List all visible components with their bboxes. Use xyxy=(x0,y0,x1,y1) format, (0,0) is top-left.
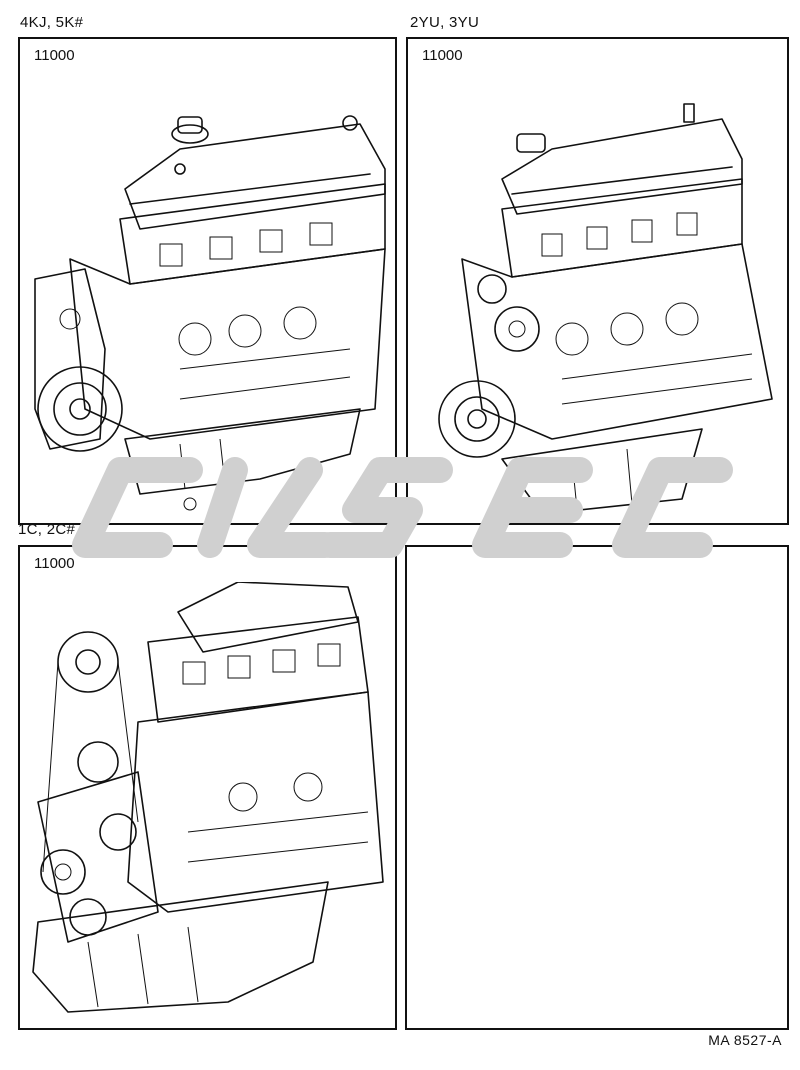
empty-panel xyxy=(405,545,789,1030)
engine-illustration-2yu xyxy=(438,103,773,515)
engine-illustration-1c xyxy=(32,582,384,1013)
part-number: 11000 xyxy=(34,47,75,64)
part-number: 11000 xyxy=(422,47,463,64)
panel-2-model-label: 2YU, 3YU xyxy=(410,14,480,31)
panel-1-model-label: 4KJ, 5K# xyxy=(20,14,84,31)
document-id: MA 8527-A xyxy=(708,1032,782,1048)
part-number: 11000 xyxy=(34,555,75,572)
engine-panel-3: 11000 xyxy=(18,545,397,1030)
panel-3-model-label: 1C, 2C# xyxy=(18,521,76,538)
engine-illustration-4kj xyxy=(34,115,386,511)
engine-panel-1: 11000 xyxy=(18,37,397,525)
engine-panel-2: 11000 xyxy=(406,37,789,525)
